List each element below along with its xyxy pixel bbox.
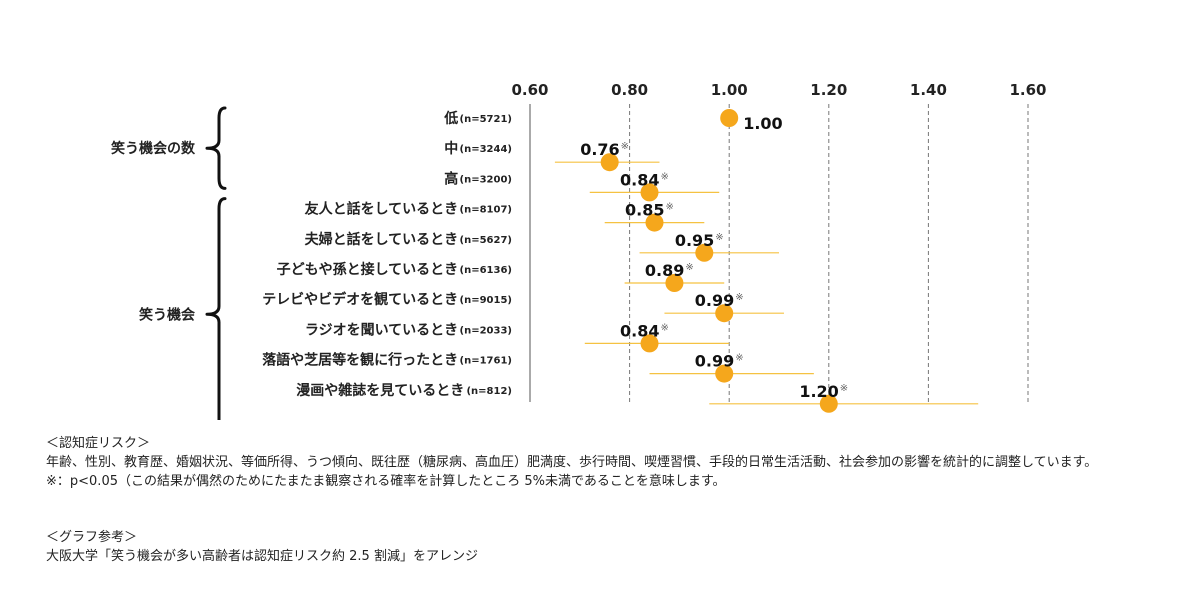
row-sample-size: (n=2033) bbox=[460, 325, 512, 336]
row-label: 夫婦と話をしているとき bbox=[305, 231, 459, 248]
reference-notes: ＜グラフ参考＞ 大阪大学「笑う機会が多い高齢者は認知症リスク約 2.5 割減」を… bbox=[46, 528, 478, 566]
estimate-point bbox=[645, 213, 664, 232]
x-tick-label: 1.60 bbox=[1009, 81, 1046, 99]
reference-notes-title: ＜グラフ参考＞ bbox=[46, 530, 138, 545]
row-label: 低 bbox=[443, 110, 458, 127]
value-label: 0.76 bbox=[580, 140, 619, 159]
value-label: 1.20 bbox=[799, 382, 838, 401]
estimate-point bbox=[695, 243, 714, 262]
significance-mark: ※ bbox=[666, 202, 674, 213]
row-sample-size: (n=1761) bbox=[460, 356, 512, 367]
estimate-point bbox=[720, 109, 739, 127]
significance-mark: ※ bbox=[840, 383, 848, 394]
value-label: 0.84 bbox=[620, 321, 659, 340]
significance-mark: ※ bbox=[621, 141, 629, 152]
x-tick-label: 1.20 bbox=[810, 81, 847, 99]
risk-notes-title: ＜認知症リスク＞ bbox=[46, 436, 151, 451]
x-tick-label: 0.80 bbox=[611, 81, 648, 99]
row-label: テレビやビデオを観ているとき bbox=[262, 291, 458, 308]
row-label: ラジオを聞いているとき bbox=[305, 322, 458, 338]
significance-mark: ※ bbox=[735, 353, 743, 364]
row-label: 中 bbox=[444, 140, 458, 157]
row-label: 漫画や雑誌を見ているとき bbox=[296, 382, 464, 399]
risk-notes-adjustment: 年齢、性別、教育歴、婚姻状況、等価所得、うつ傾向、既往歴（糖尿病、高血圧）肥満度… bbox=[46, 455, 1098, 470]
row-sample-size: (n=9015) bbox=[460, 295, 512, 306]
estimate-point bbox=[715, 304, 734, 323]
group-brace bbox=[205, 197, 227, 420]
significance-mark: ※ bbox=[735, 292, 743, 303]
row-sample-size: (n=5721) bbox=[460, 114, 512, 125]
estimate-point bbox=[819, 394, 838, 413]
row-label: 子どもや孫と接しているとき bbox=[277, 261, 459, 278]
significance-mark: ※ bbox=[661, 322, 669, 333]
estimate-point bbox=[600, 153, 619, 172]
value-label: 0.85 bbox=[625, 201, 664, 220]
significance-mark: ※ bbox=[661, 171, 669, 182]
estimate-point bbox=[640, 183, 659, 202]
row-label: 高 bbox=[444, 170, 458, 187]
row-sample-size: (n=812) bbox=[466, 386, 512, 397]
risk-notes-significance: ※：p<0.05（この結果が偶然のためにたまたま観察される確率を計算したところ … bbox=[46, 474, 726, 489]
x-tick-label: 0.60 bbox=[511, 81, 548, 99]
value-label: 0.89 bbox=[645, 261, 684, 280]
group-label: 笑う機会 bbox=[139, 306, 196, 323]
estimate-point bbox=[665, 274, 684, 292]
group-label: 笑う機会の数 bbox=[111, 140, 196, 157]
estimate-point bbox=[640, 334, 659, 353]
reference-notes-text: 大阪大学「笑う機会が多い高齢者は認知症リスク約 2.5 割減」をアレンジ bbox=[46, 549, 478, 564]
significance-mark: ※ bbox=[685, 262, 693, 273]
row-sample-size: (n=5627) bbox=[460, 235, 512, 246]
x-tick-label: 1.40 bbox=[910, 81, 947, 99]
row-label: 落語や芝居等を観に行ったとき bbox=[262, 352, 458, 369]
row-sample-size: (n=3200) bbox=[460, 174, 512, 185]
estimate-point bbox=[715, 364, 734, 383]
group-brace bbox=[205, 106, 227, 190]
risk-notes: ＜認知症リスク＞ 年齢、性別、教育歴、婚姻状況、等価所得、うつ傾向、既往歴（糖尿… bbox=[46, 434, 1097, 491]
value-label: 0.99 bbox=[695, 291, 734, 310]
value-label: 0.84 bbox=[620, 170, 659, 189]
row-sample-size: (n=8107) bbox=[460, 205, 512, 216]
value-label: 0.99 bbox=[695, 352, 734, 371]
row-sample-size: (n=3244) bbox=[460, 144, 512, 155]
x-tick-label: 1.00 bbox=[711, 81, 748, 99]
row-label: 友人と話をしているとき bbox=[305, 201, 459, 218]
value-label: 1.00 bbox=[743, 114, 782, 133]
row-sample-size: (n=6136) bbox=[460, 265, 512, 276]
significance-mark: ※ bbox=[715, 232, 723, 243]
forest-plot: 0.60 0.80 1.00 1.20 1.40 1.60 (n=5721)低 1.00 (n=… bbox=[111, 81, 1047, 420]
value-label: 0.95 bbox=[675, 231, 714, 250]
